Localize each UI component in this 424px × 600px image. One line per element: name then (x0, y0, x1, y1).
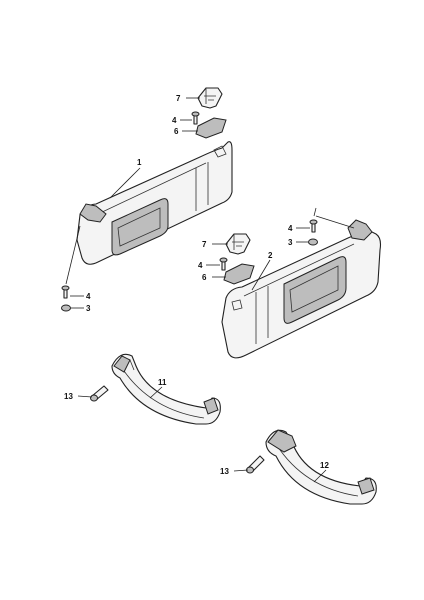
callout-6-lower: 6 (202, 273, 207, 282)
callout-13-upper: 13 (64, 392, 73, 401)
grab-handle-lower (265, 429, 377, 505)
screw-handle-upper (90, 385, 109, 402)
callout-4-upper: 4 (172, 116, 177, 125)
callout-12: 12 (320, 461, 329, 470)
grab-handle-upper (111, 353, 221, 425)
screw-upper (191, 111, 200, 125)
screw-lower-middle (219, 257, 228, 271)
callout-3-left: 3 (86, 304, 91, 313)
callout-7-lower: 7 (202, 240, 207, 249)
callout-4-left: 4 (86, 292, 91, 301)
screw-right (309, 219, 318, 233)
callout-4-right: 4 (288, 224, 293, 233)
sun-visor-right (221, 219, 382, 359)
nut-right (308, 238, 318, 246)
sun-visor-left (76, 141, 233, 265)
visor-cover-upper (195, 117, 227, 139)
leader-lines (65, 97, 355, 483)
visor-clip-upper (197, 87, 223, 109)
callout-13-lower: 13 (220, 467, 229, 476)
callout-labels: 7 4 6 1 7 4 6 4 3 2 4 3 13 11 13 12 (64, 94, 329, 476)
callout-1: 1 (137, 158, 142, 167)
visor-cover-lower (223, 263, 255, 285)
screw-handle-lower (246, 455, 265, 474)
visor-clip-lower (225, 233, 251, 255)
callout-2: 2 (268, 251, 273, 260)
screw-left (61, 285, 70, 299)
callout-4-middle: 4 (198, 261, 203, 270)
callout-7-upper: 7 (176, 94, 181, 103)
callout-6-upper: 6 (174, 127, 179, 136)
callout-11: 11 (158, 378, 167, 387)
callout-3-right: 3 (288, 238, 293, 247)
nut-left (61, 304, 71, 312)
